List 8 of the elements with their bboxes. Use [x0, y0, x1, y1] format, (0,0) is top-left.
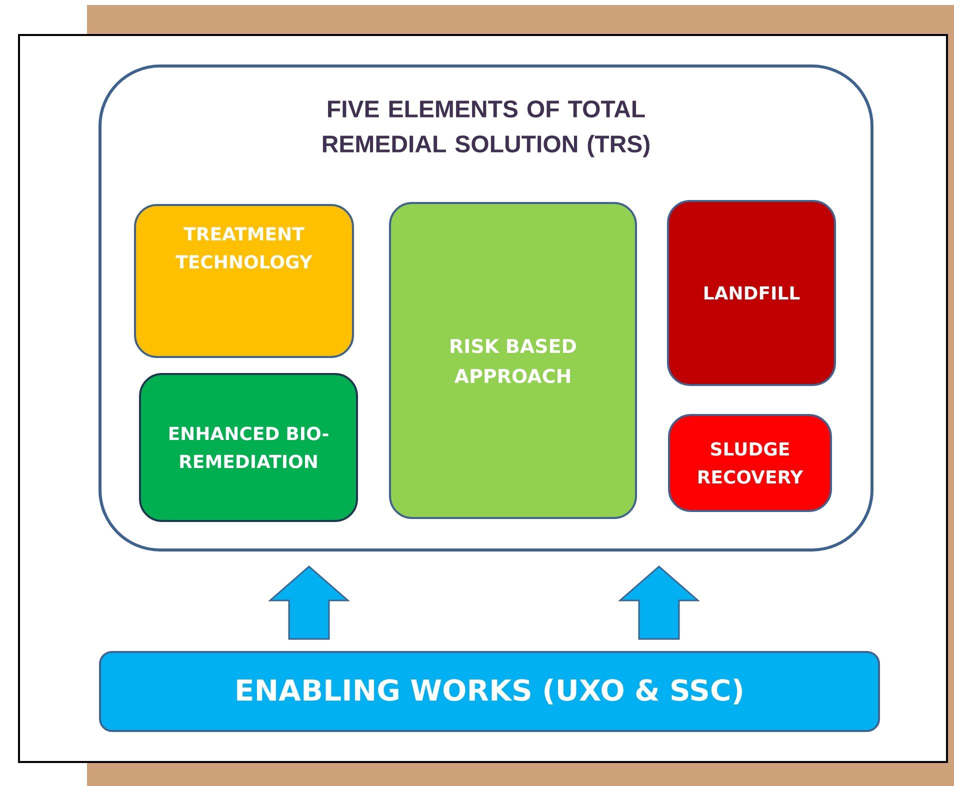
element-box: SLUDGE RECOVERY [668, 414, 832, 512]
element-box: LANDFILL [667, 200, 836, 386]
element-box: TREATMENT TECHNOLOGY [134, 204, 354, 358]
block-arrow [268, 566, 350, 640]
element-box: ENHANCED BIO-REMEDIATION [139, 373, 358, 522]
element-box: RISK BASED APPROACH [389, 202, 637, 519]
base-bar: ENABLING WORKS (UXO & SSC) [99, 651, 880, 732]
block-arrow [618, 566, 700, 640]
